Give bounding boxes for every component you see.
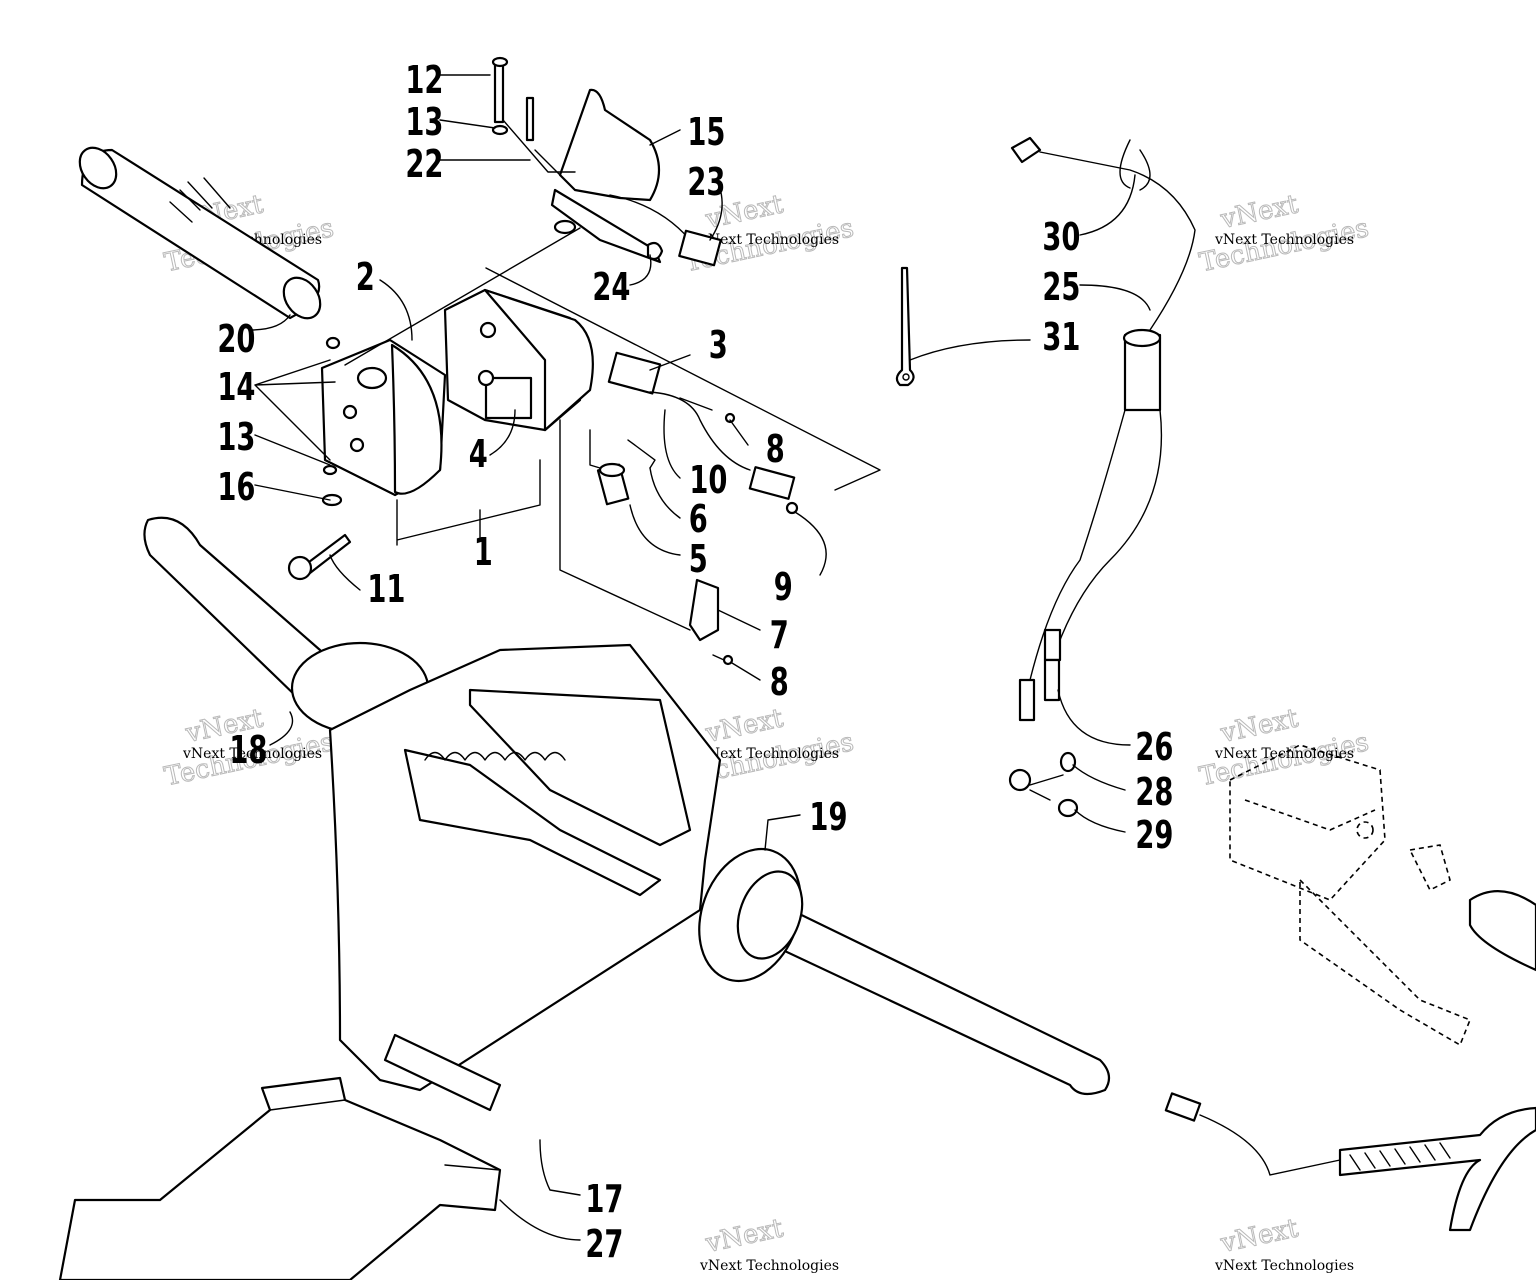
- bar-pad-part: [58, 1076, 502, 1280]
- throttle-lever-part: [491, 56, 722, 267]
- wiring-parts: [589, 351, 799, 666]
- svg-text:vNext: vNext: [1217, 703, 1301, 749]
- callout-31: 31: [1042, 314, 1080, 359]
- svg-text:vNext Technologies: vNext Technologies: [1214, 1258, 1354, 1274]
- callout-18: 18: [229, 727, 267, 772]
- callout-29: 29: [1135, 812, 1173, 857]
- callout-15: 15: [687, 109, 725, 154]
- svg-text:vNext Technologies: vNext Technologies: [699, 1258, 839, 1274]
- svg-text:vNext Technologies: vNext Technologies: [182, 746, 322, 762]
- callout-26: 26: [1135, 724, 1173, 769]
- hand-grip-part: [78, 146, 322, 320]
- callout-24: 24: [592, 264, 630, 309]
- callout-10: 10: [689, 457, 727, 502]
- brake-lever-phantom: [1229, 744, 1536, 1047]
- callout-22: 22: [405, 141, 443, 186]
- callout-1: 1: [474, 529, 493, 574]
- callout-17: 17: [585, 1176, 623, 1221]
- callout-11: 11: [367, 566, 405, 611]
- callout-28: 28: [1135, 769, 1173, 814]
- brake-switch-wire: [1164, 1092, 1536, 1232]
- callout-30: 30: [1042, 214, 1080, 259]
- callout-16: 16: [217, 464, 255, 509]
- callout-2: 2: [356, 254, 375, 299]
- svg-text:vNext: vNext: [1217, 1213, 1301, 1259]
- callout-6: 6: [689, 496, 708, 541]
- callout-13: 13: [405, 99, 443, 144]
- callout-8b: 8: [770, 659, 789, 704]
- callout-19: 19: [809, 794, 847, 839]
- callout-27: 27: [585, 1221, 623, 1266]
- callout-20: 20: [217, 316, 255, 361]
- callout-4: 4: [469, 431, 488, 476]
- switch-block-part: [443, 288, 594, 432]
- switch-housing-part: [320, 336, 447, 497]
- assembly-leader-lines: [344, 119, 881, 631]
- callout-8: 8: [766, 426, 785, 471]
- svg-text:vNext: vNext: [1217, 189, 1301, 235]
- svg-text:vNext Technologies: vNext Technologies: [699, 746, 839, 762]
- handlebar-part: [143, 516, 1111, 1112]
- svg-text:vNext Technologies: vNext Technologies: [1214, 746, 1354, 762]
- svg-text:vNext Technologies: vNext Technologies: [699, 232, 839, 248]
- callout-3: 3: [709, 322, 728, 367]
- svg-text:vNext: vNext: [702, 703, 786, 749]
- callout-25: 25: [1042, 264, 1080, 309]
- callout-23: 23: [687, 159, 725, 204]
- callout-7: 7: [770, 612, 789, 657]
- callout-14: 14: [217, 364, 255, 409]
- callout-12: 12: [405, 57, 443, 102]
- svg-text:vNext Technologies: vNext Technologies: [1214, 232, 1354, 248]
- callout-13b: 13: [217, 414, 255, 459]
- throttle-cable-part: [895, 136, 1196, 818]
- callout-leaders: [249, 74, 1151, 1241]
- screw-part: [287, 464, 352, 581]
- callout-labels: 12 13 22 15 23 2 24 20 3 14 13 4 8 10 16…: [217, 57, 1173, 1266]
- svg-text:vNext: vNext: [702, 1213, 786, 1259]
- callout-5: 5: [689, 536, 708, 581]
- callout-9: 9: [774, 564, 793, 609]
